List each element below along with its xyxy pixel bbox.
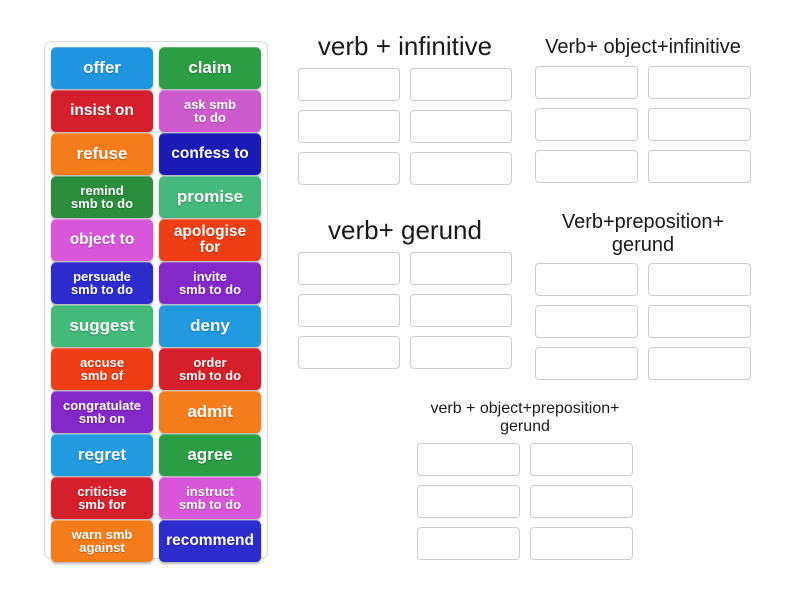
category-title: Verb+preposition+gerund	[561, 211, 725, 256]
word-tile[interactable]: claim	[159, 47, 261, 89]
word-tile[interactable]: regret	[51, 434, 153, 476]
drop-slot[interactable]	[410, 68, 512, 102]
drop-slot[interactable]	[535, 65, 638, 99]
drop-slot[interactable]	[648, 305, 751, 339]
drop-slot[interactable]	[530, 485, 633, 519]
drop-slot[interactable]	[648, 347, 751, 381]
drop-slot-grid	[535, 263, 751, 381]
word-tile[interactable]: admit	[159, 391, 261, 433]
drop-slot-grid	[298, 252, 512, 370]
drop-slot[interactable]	[410, 294, 512, 328]
word-tile[interactable]: recommend	[159, 520, 261, 562]
drop-slot[interactable]	[530, 527, 633, 561]
drop-slot[interactable]	[535, 149, 638, 183]
drop-slot[interactable]	[648, 149, 751, 183]
drop-slot-grid	[298, 68, 512, 186]
category-verb-object-preposition-gerund: verb + object+preposition+gerund	[417, 400, 633, 561]
word-tile[interactable]: object to	[51, 219, 153, 261]
drop-slot[interactable]	[410, 110, 512, 144]
drop-slot-grid	[535, 65, 751, 183]
drop-slot[interactable]	[417, 443, 520, 477]
category-verb-preposition-gerund: Verb+preposition+gerund	[535, 211, 751, 381]
drop-slot[interactable]	[298, 252, 400, 286]
category-verb-infinitive: verb + infinitive	[298, 31, 512, 186]
word-tile[interactable]: promise	[159, 176, 261, 218]
drop-slot[interactable]	[648, 107, 751, 141]
drop-slot[interactable]	[535, 107, 638, 141]
drop-slot-grid	[417, 443, 633, 561]
category-verb-gerund: verb+ gerund	[298, 215, 512, 370]
drop-slot[interactable]	[417, 485, 520, 519]
word-tile[interactable]: insist on	[51, 90, 153, 132]
drop-slot[interactable]	[530, 443, 633, 477]
drop-slot[interactable]	[298, 336, 400, 370]
drop-slot[interactable]	[417, 527, 520, 561]
word-tile[interactable]: suggest	[51, 305, 153, 347]
category-title: Verb+ object+infinitive	[545, 36, 741, 58]
word-tile[interactable]: refuse	[51, 133, 153, 175]
word-tile[interactable]: offer	[51, 47, 153, 89]
word-tile[interactable]: apologise for	[159, 219, 261, 261]
drop-slot[interactable]	[648, 263, 751, 297]
drop-slot[interactable]	[535, 347, 638, 381]
drop-slot[interactable]	[298, 152, 400, 186]
drop-slot[interactable]	[298, 294, 400, 328]
drop-slot[interactable]	[410, 252, 512, 286]
word-tile[interactable]: confess to	[159, 133, 261, 175]
drop-slot[interactable]	[410, 336, 512, 370]
word-tile[interactable]: deny	[159, 305, 261, 347]
drop-slot[interactable]	[298, 110, 400, 144]
drop-slot[interactable]	[535, 305, 638, 339]
drop-slot[interactable]	[535, 263, 638, 297]
word-tile[interactable]: agree	[159, 434, 261, 476]
drop-slot[interactable]	[410, 152, 512, 186]
drop-slot[interactable]	[648, 65, 751, 99]
category-title: verb + infinitive	[317, 31, 493, 61]
category-title: verb+ gerund	[328, 215, 482, 245]
drop-slot[interactable]	[298, 68, 400, 102]
category-verb-object-infinitive: Verb+ object+infinitive	[535, 36, 751, 183]
category-title: verb + object+preposition+gerund	[430, 400, 620, 436]
